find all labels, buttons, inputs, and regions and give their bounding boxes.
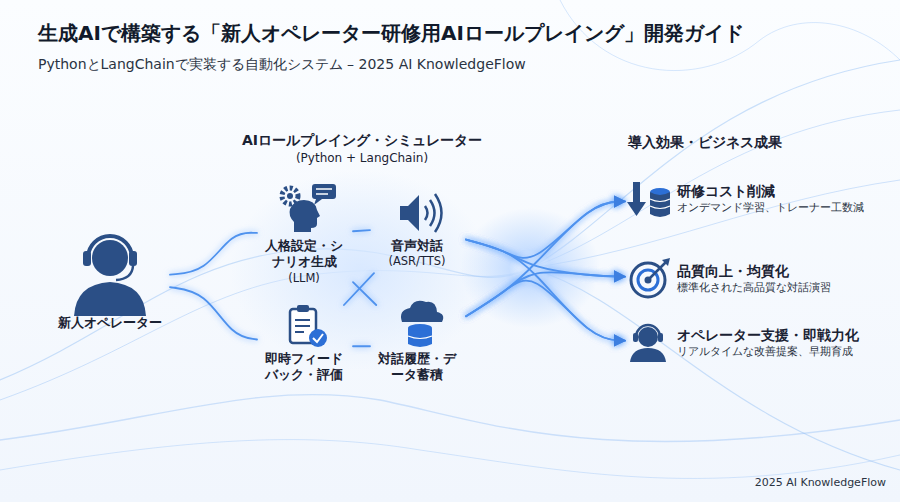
flow-connector <box>170 233 257 275</box>
flow-connector <box>466 201 625 316</box>
node-heading: 音声対話 <box>372 238 462 254</box>
flow-connector <box>466 240 625 341</box>
decor-shape <box>0 110 900 400</box>
decor-shape <box>290 200 321 232</box>
decor-shape <box>425 206 428 220</box>
node-body: (LLM) <box>259 271 349 286</box>
node-heading: オペレーター支援・即戦力化 <box>677 326 883 344</box>
decor-shape <box>74 282 146 316</box>
operator-icon <box>74 236 146 316</box>
decor-shape <box>297 305 309 312</box>
decor-shape <box>627 202 646 216</box>
llm-icon <box>282 184 336 232</box>
flow-connector <box>353 345 370 347</box>
cloud-database-icon <box>401 301 443 347</box>
decor-shape <box>408 328 432 347</box>
speaker-icon <box>400 194 442 232</box>
decor-shape <box>0 60 900 380</box>
node-heading: 品質向上・均質化 <box>677 262 883 280</box>
flow-connector <box>466 201 625 257</box>
decor-shape <box>83 251 91 266</box>
decor-shape <box>636 325 660 337</box>
decor-shape <box>650 199 670 209</box>
flow-connector <box>466 240 625 277</box>
clipboard-icon <box>290 305 327 347</box>
section-subheading: (Python + LangChain) <box>242 151 482 165</box>
decor-shape <box>316 193 328 195</box>
decor-shape <box>430 200 435 226</box>
decor-shape <box>314 199 322 205</box>
decor-shape <box>316 188 332 190</box>
node-heading: 対話履歴・データ蓄積 <box>372 351 462 384</box>
flow-connector <box>353 282 376 305</box>
page-title: 生成AIで構築する「新人オペレーター研修用AIロールプレイング」開発ガイド <box>38 20 744 47</box>
node-heading: 即時フィードバック・評価 <box>259 351 349 384</box>
node-body: リアルタイムな改善提案、早期育成 <box>677 344 883 360</box>
decor-shape <box>313 334 323 342</box>
flow-connector <box>353 230 370 231</box>
decor-shape <box>638 327 658 347</box>
decor-shape <box>435 194 442 232</box>
decor-shape <box>88 236 132 258</box>
outcome-node: 研修コスト削減オンデマンド学習、トレーナー工数減 <box>625 178 887 220</box>
decor-shape <box>295 319 310 321</box>
operator-node: 新人オペレーター <box>50 222 170 336</box>
glow-spots <box>230 170 600 370</box>
decor-shape <box>230 170 490 370</box>
outcome-node: 品質向上・均質化標準化された高品質な対話演習 <box>625 258 887 300</box>
footer-credit: 2025 AI KnowledgeFlow <box>755 476 886 489</box>
decor-shape <box>633 333 638 342</box>
decor-shape <box>633 182 640 204</box>
outcome-node: オペレーター支援・即戦力化リアルタイムな改善提案、早期育成 <box>625 322 887 364</box>
node-body: オンデマンド学習、トレーナー工数減 <box>677 200 883 216</box>
function-node: 人格設定・シナリオ生成(LLM) <box>257 180 353 289</box>
flow-connector <box>466 281 625 341</box>
section-heading: AIロールプレイング・シミュレーター <box>222 132 502 150</box>
wave-decoration <box>0 0 900 478</box>
decor-shape <box>630 348 666 362</box>
cost-icon <box>627 182 670 217</box>
decor-shape <box>0 395 900 442</box>
decor-shape <box>662 258 670 266</box>
target-icon <box>631 258 670 297</box>
decor-shape <box>295 331 304 333</box>
decor-shape <box>295 325 310 327</box>
decor-shape <box>116 266 133 280</box>
decor-shape <box>129 251 137 266</box>
function-node: 音声対話(ASR/TTS) <box>370 180 466 273</box>
node-heading: 新人オペレーター <box>54 314 166 332</box>
section-heading: 導入効果・ビジネス成果 <box>585 134 825 152</box>
decor-shape <box>658 333 663 342</box>
node-heading: 人格設定・シナリオ生成 <box>259 238 349 271</box>
decor-shape <box>401 301 443 322</box>
support-icon <box>630 325 666 362</box>
decor-shape <box>282 188 298 204</box>
function-node: 即時フィードバック・評価 <box>257 305 353 388</box>
decor-shape <box>0 440 900 479</box>
node-body: (ASR/TTS) <box>372 254 462 269</box>
decor-shape <box>287 193 293 199</box>
decor-shape <box>92 240 128 276</box>
flow-connector <box>344 273 374 305</box>
decor-shape <box>648 262 666 280</box>
flow-connector <box>466 272 625 316</box>
decor-shape <box>309 329 327 347</box>
decor-shape <box>312 184 336 199</box>
flow-connector <box>170 287 257 339</box>
decor-shape <box>650 192 670 217</box>
function-node: 対話履歴・データ蓄積 <box>370 305 466 388</box>
decor-shape <box>408 336 432 339</box>
node-body: 標準化された高品質な対話演習 <box>677 280 883 296</box>
decor-shape <box>400 195 419 231</box>
decor-shape <box>631 263 665 297</box>
node-heading: 研修コスト削減 <box>677 182 883 200</box>
subtitle: PythonとLangChainで実装する自動化システム – 2025 AI K… <box>38 56 526 74</box>
